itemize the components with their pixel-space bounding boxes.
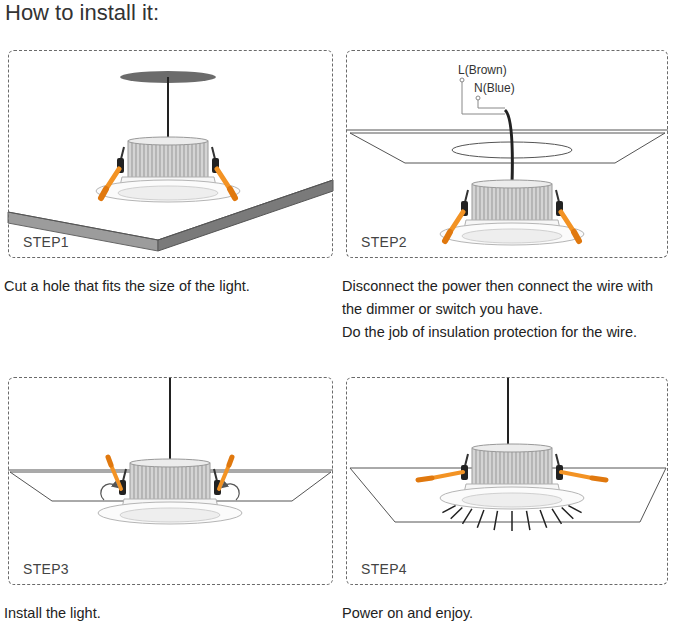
ceiling-line (346, 130, 668, 131)
page-title: How to install it: (5, 0, 159, 26)
step-caption: Do the job of insulation protection for … (342, 321, 660, 344)
caption-block: Disconnect the power then connect the wi… (342, 275, 660, 344)
wire-end (460, 78, 464, 82)
step-panel: STEP3Install the light. (8, 377, 333, 585)
wire-end (476, 96, 480, 100)
wire-label: L(Brown) (458, 63, 507, 77)
step3-scene (8, 377, 333, 524)
ceiling-edge (8, 212, 158, 251)
light-rays (442, 506, 581, 531)
cable (167, 77, 169, 142)
step1-scene (8, 71, 333, 251)
step-label: STEP2 (361, 234, 407, 250)
step-label: STEP3 (23, 561, 69, 577)
caption-block: Cut a hole that fits the size of the lig… (4, 275, 334, 298)
fold-arrow (101, 484, 116, 500)
step-label: STEP1 (23, 234, 69, 250)
fold-arrow (224, 484, 239, 500)
step-caption: Power on and enjoy. (342, 602, 660, 625)
step-label: STEP4 (361, 561, 407, 577)
caption-block: Power on and enjoy. (342, 602, 660, 625)
step-panel: STEP4Power on and enjoy. (346, 377, 668, 585)
step-panel: STEP1Cut a hole that fits the size of th… (8, 50, 333, 258)
step4-scene (350, 377, 666, 531)
ceiling-board (350, 133, 665, 163)
step-caption: Cut a hole that fits the size of the lig… (4, 275, 334, 298)
cable (169, 377, 171, 462)
cable (505, 110, 512, 184)
step2-scene (346, 78, 668, 245)
caption-block: Install the light. (4, 602, 334, 625)
wire-label: N(Blue) (474, 81, 515, 95)
step-caption: Install the light. (4, 602, 334, 625)
cable (507, 377, 509, 448)
step-caption: Disconnect the power then connect the wi… (342, 275, 660, 321)
